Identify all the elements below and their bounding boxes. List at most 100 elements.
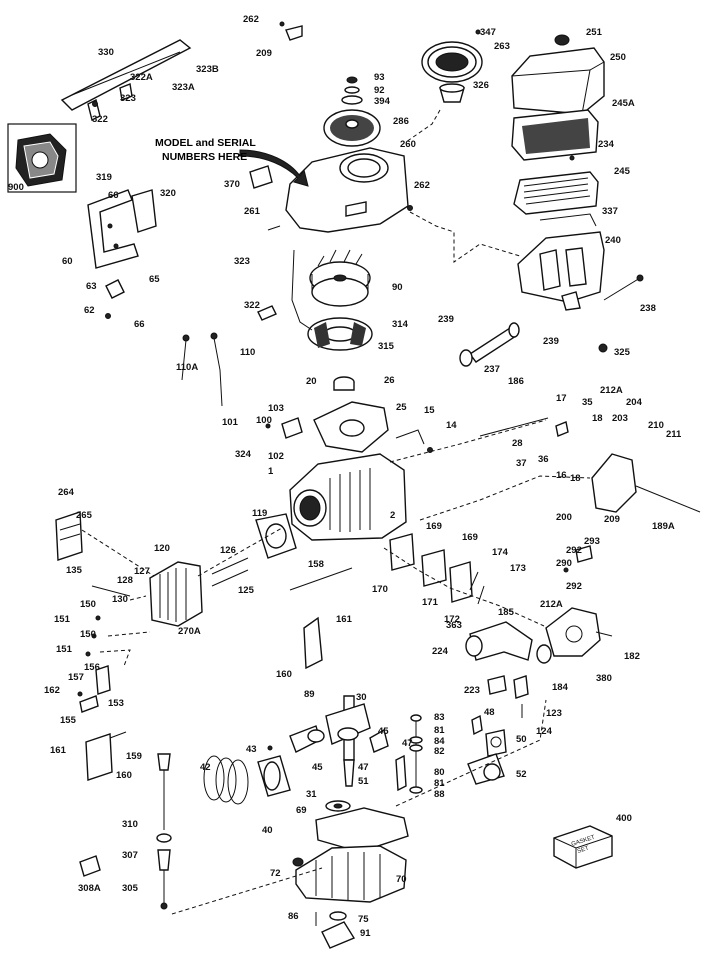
part-label-239b: 239 bbox=[543, 336, 559, 347]
part-label-330: 330 bbox=[98, 47, 114, 58]
part-label-263: 263 bbox=[494, 41, 510, 52]
part-label-16: 16 bbox=[556, 470, 567, 481]
part-label-100: 100 bbox=[256, 415, 272, 426]
part-label-162: 162 bbox=[44, 685, 60, 696]
part-label-45b: 45 bbox=[312, 762, 323, 773]
part-label-51: 51 bbox=[358, 776, 369, 787]
part-label-155: 155 bbox=[60, 715, 77, 726]
part-label-124: 124 bbox=[536, 726, 553, 737]
part-label-293: 293 bbox=[584, 536, 600, 547]
part-label-81a: 81 bbox=[434, 725, 445, 736]
part-label-203: 203 bbox=[612, 413, 628, 424]
part-label-86: 86 bbox=[288, 911, 299, 922]
part-label-161b: 161 bbox=[50, 745, 67, 756]
part-label-72: 72 bbox=[270, 868, 281, 879]
part-label-320: 320 bbox=[160, 188, 176, 199]
part-label-93: 93 bbox=[374, 72, 385, 83]
part-label-319: 319 bbox=[96, 172, 112, 183]
part-label-323: 323 bbox=[120, 93, 136, 104]
part-label-151b: 151 bbox=[56, 644, 73, 655]
part-label-237: 237 bbox=[484, 364, 500, 375]
throttle-rod-assembly bbox=[60, 39, 192, 122]
part-label-28: 28 bbox=[512, 438, 523, 449]
part-label-380: 380 bbox=[596, 673, 612, 684]
part-label-324: 324 bbox=[235, 449, 252, 460]
part-label-31: 31 bbox=[306, 789, 317, 800]
part-label-160a: 160 bbox=[276, 669, 292, 680]
part-label-101: 101 bbox=[222, 417, 239, 428]
part-label-223: 223 bbox=[464, 685, 480, 696]
part-label-182: 182 bbox=[624, 651, 640, 662]
part-label-110a: 110A bbox=[176, 362, 198, 373]
part-label-290: 290 bbox=[556, 558, 572, 569]
part-label-251: 251 bbox=[586, 27, 603, 38]
part-label-174: 174 bbox=[492, 547, 509, 558]
part-label-337: 337 bbox=[602, 206, 618, 217]
part-label-151a: 151 bbox=[54, 614, 71, 625]
part-label-70: 70 bbox=[396, 874, 407, 885]
part-label-119: 119 bbox=[252, 508, 267, 519]
part-label-128: 128 bbox=[117, 575, 133, 586]
part-label-323b: 323B bbox=[196, 64, 219, 75]
part-label-42: 42 bbox=[200, 762, 211, 773]
part-label-35: 35 bbox=[582, 397, 593, 408]
part-label-305: 305 bbox=[122, 883, 139, 894]
part-label-400: 400 bbox=[616, 813, 632, 824]
part-label-26: 26 bbox=[384, 375, 395, 386]
part-label-209: 209 bbox=[256, 48, 272, 59]
part-label-322a: 322 bbox=[92, 114, 108, 125]
part-label-210: 210 bbox=[648, 420, 664, 431]
part-label-169b: 169 bbox=[462, 532, 478, 543]
part-label-209b: 209 bbox=[604, 514, 620, 525]
part-label-18a: 18 bbox=[592, 413, 603, 424]
part-label-37: 37 bbox=[516, 458, 527, 469]
part-label-900: 900 bbox=[8, 182, 24, 193]
part-label-224: 224 bbox=[432, 646, 449, 657]
part-label-47b: 47 bbox=[358, 762, 369, 773]
part-label-212ab: 212A bbox=[540, 599, 563, 610]
part-label-238: 238 bbox=[640, 303, 656, 314]
part-label-60: 60 bbox=[62, 256, 73, 267]
part-label-265: 265 bbox=[76, 510, 93, 521]
part-label-150b: 150 bbox=[80, 629, 96, 640]
part-label-91: 91 bbox=[360, 928, 371, 939]
part-label-326: 326 bbox=[473, 80, 489, 91]
part-label-82: 82 bbox=[434, 746, 445, 757]
part-label-314: 314 bbox=[392, 319, 409, 330]
part-label-75: 75 bbox=[358, 914, 369, 925]
part-label-189a: 189A bbox=[652, 521, 675, 532]
part-label-264: 264 bbox=[58, 487, 75, 498]
engine-thumbnail-900 bbox=[7, 123, 77, 193]
part-label-36: 36 bbox=[538, 454, 549, 465]
part-label-160b: 160 bbox=[116, 770, 132, 781]
part-label-47: 47 bbox=[402, 738, 413, 749]
part-label-66b: 66 bbox=[134, 319, 145, 330]
part-label-81b: 81 bbox=[434, 778, 445, 789]
part-label-90: 90 bbox=[392, 282, 403, 293]
part-label-185: 185 bbox=[498, 607, 515, 618]
part-label-204: 204 bbox=[626, 397, 643, 408]
part-label-270a: 270A bbox=[178, 626, 201, 637]
part-label-172: 172 bbox=[444, 614, 460, 625]
part-label-135: 135 bbox=[66, 565, 83, 576]
part-label-43: 43 bbox=[246, 744, 257, 755]
part-label-50: 50 bbox=[516, 734, 527, 745]
parts-artwork bbox=[7, 21, 701, 949]
part-label-30: 30 bbox=[356, 692, 367, 703]
part-label-69: 69 bbox=[296, 805, 307, 816]
part-label-2: 2 bbox=[390, 510, 395, 521]
part-label-173: 173 bbox=[510, 563, 526, 574]
part-label-159: 159 bbox=[126, 751, 142, 762]
part-label-315: 315 bbox=[378, 341, 395, 352]
part-label-92: 92 bbox=[374, 85, 385, 96]
part-label-394: 394 bbox=[374, 96, 391, 107]
part-label-363: 363 bbox=[446, 620, 462, 631]
part-label-127: 127 bbox=[134, 566, 150, 577]
part-label-323c: 323 bbox=[234, 256, 250, 267]
part-label-234: 234 bbox=[598, 139, 615, 150]
part-label-211: 211 bbox=[666, 429, 682, 440]
part-label-25: 25 bbox=[396, 402, 407, 413]
part-label-262b: 262 bbox=[414, 180, 430, 191]
part-label-169a: 169 bbox=[426, 521, 442, 532]
